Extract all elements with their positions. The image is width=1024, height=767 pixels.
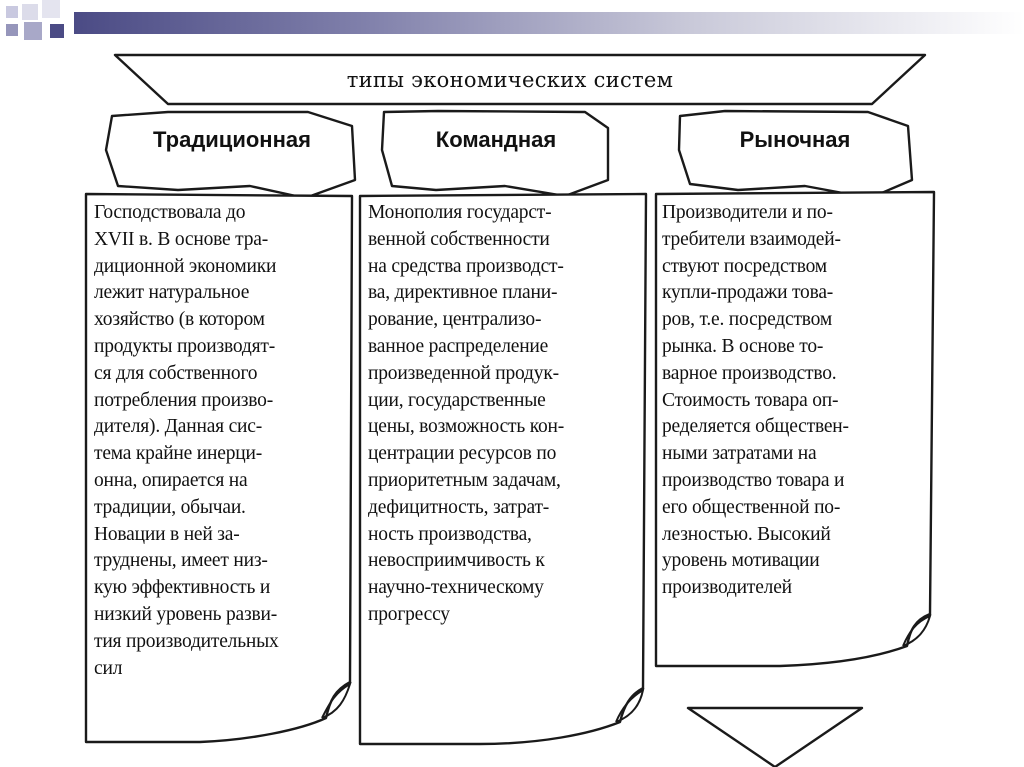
diagram-title: типы экономических систем	[346, 68, 674, 92]
fold-command	[615, 687, 645, 723]
fold-traditional	[321, 681, 352, 719]
decor-gradient	[74, 12, 1024, 34]
title-banner	[113, 53, 927, 106]
type-name-traditional: Традиционная	[153, 127, 311, 152]
decor-square	[6, 24, 18, 36]
card-traditional	[84, 192, 354, 744]
description-command: Монополия государст- венной собственност…	[368, 202, 565, 625]
decor-square	[24, 22, 42, 40]
decor-square	[22, 4, 38, 20]
type-name-market: Рыночная	[739, 127, 851, 152]
fold-market	[902, 614, 932, 647]
type-name-command: Командная	[435, 127, 557, 152]
top-decor-bar	[0, 0, 1024, 44]
decor-square	[50, 24, 64, 38]
description-traditional: Господствовала до XVII в. В основе тра- …	[94, 202, 279, 679]
decor-square	[6, 6, 18, 18]
card-command	[358, 192, 648, 746]
description-market: Производители и по- требители взаимодей-…	[662, 202, 849, 599]
decor-square	[42, 0, 60, 18]
card-market	[654, 190, 936, 668]
bottom-arrow-shape	[686, 706, 864, 767]
